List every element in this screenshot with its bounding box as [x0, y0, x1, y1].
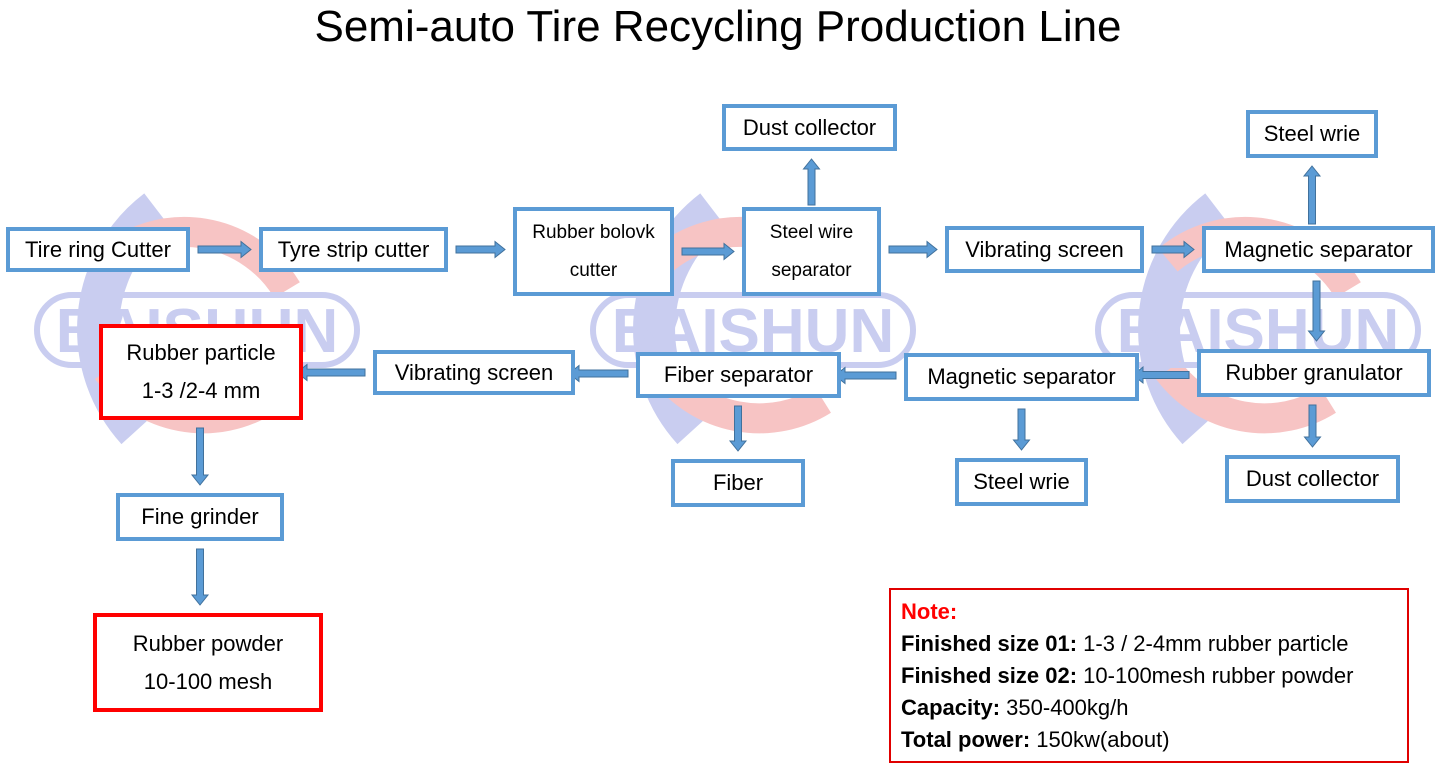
node-magnetic-separator-mid: Magnetic separator [904, 353, 1139, 401]
node-steel-wire-top: Steel wrie [1246, 110, 1378, 158]
node-label: Rubber powder [132, 630, 284, 656]
node-label: cutter [569, 259, 618, 281]
note-item-label: Capacity: [901, 695, 1001, 720]
page-title: Semi-auto Tire Recycling Production Line [314, 2, 1122, 51]
arrow-vibrating-screen-mid-to-rubber-particle [296, 363, 366, 382]
node-label: separator [771, 259, 852, 281]
note-item-label: Finished size 02: [901, 663, 1078, 688]
note-heading: Note: [901, 599, 958, 624]
note-item: Total power: 150kw(about) [901, 724, 1397, 756]
arrow-vibrating-screen-top-to-magnetic-separator-top [1151, 240, 1195, 259]
note-item-value: 10-100mesh rubber powder [1077, 663, 1354, 688]
node-label: Steel wrie [1263, 121, 1361, 146]
arrow-magnetic-separator-top-to-rubber-granulator [1307, 280, 1326, 342]
node-label: Vibrating screen [965, 236, 1124, 262]
arrow-magnetic-separator-mid-to-steel-wire-mid [1012, 408, 1031, 451]
arrow-rubber-block-cutter-to-steel-wire-separator [681, 242, 735, 261]
arrow-fine-grinder-to-rubber-powder [190, 548, 210, 606]
node-rubber-block-cutter: Rubber bolovk cutter [513, 207, 674, 296]
node-label: Rubber bolovk [532, 221, 655, 243]
node-label: Tyre strip cutter [277, 236, 430, 262]
node-rubber-powder: Rubber powder 10-100 mesh [93, 613, 323, 712]
node-label: Magnetic separator [927, 364, 1116, 389]
note-item: Capacity: 350-400kg/h [901, 692, 1397, 724]
node-label: Dust collector [742, 114, 877, 140]
node-rubber-particle: Rubber particle 1-3 /2-4 mm [99, 324, 303, 420]
arrow-magnetic-separator-top-to-steel-wire-top [1302, 165, 1322, 225]
arrow-tire-ring-cutter-to-tyre-strip-cutter [197, 240, 252, 259]
node-label: Fine grinder [141, 504, 259, 529]
node-label: Fiber separator [663, 362, 814, 387]
note-item-value: 150kw(about) [1030, 727, 1170, 752]
note-item-label: Total power: [901, 727, 1031, 752]
node-steel-wire-separator: Steel wire separator [742, 207, 881, 296]
note-item-value: 350-400kg/h [1000, 695, 1129, 720]
node-label: Magnetic separator [1224, 236, 1413, 262]
node-label: Rubber granulator [1225, 360, 1403, 385]
note-item-value: 1-3 / 2-4mm rubber particle [1077, 631, 1349, 656]
node-steel-wire-mid: Steel wrie [955, 458, 1088, 506]
arrow-rubber-granulator-to-magnetic-separator-mid [1132, 365, 1190, 385]
arrow-steel-wire-separator-to-dust-collector-top [802, 158, 821, 206]
node-dust-collector-top: Dust collector [722, 104, 897, 151]
arrow-magnetic-separator-mid-to-fiber-separator [834, 366, 897, 385]
node-vibrating-screen-top: Vibrating screen [945, 226, 1144, 273]
arrow-steel-wire-separator-to-vibrating-screen-top [888, 240, 938, 259]
node-tire-ring-cutter: Tire ring Cutter [6, 227, 190, 272]
node-rubber-granulator: Rubber granulator [1197, 349, 1431, 397]
node-label: Dust collector [1245, 466, 1380, 491]
node-vibrating-screen-mid: Vibrating screen [373, 350, 575, 395]
arrow-rubber-particle-to-fine-grinder [190, 427, 210, 486]
node-label: Tire ring Cutter [25, 236, 171, 262]
node-magnetic-separator-top: Magnetic separator [1202, 226, 1435, 273]
note-box: Note: Finished size 01: 1-3 / 2-4mm rubb… [889, 588, 1409, 763]
node-dust-collector-right: Dust collector [1225, 455, 1400, 503]
node-label: Rubber particle [126, 340, 276, 365]
arrow-fiber-separator-to-vibrating-screen-mid [568, 364, 629, 383]
node-label: Steel wire [769, 221, 854, 243]
node-label: 1-3 /2-4 mm [141, 378, 261, 403]
node-fiber: Fiber [671, 459, 805, 507]
node-label: Vibrating screen [394, 359, 554, 385]
note-item-label: Finished size 01: [901, 631, 1078, 656]
node-fine-grinder: Fine grinder [116, 493, 284, 541]
arrow-tyre-strip-cutter-to-rubber-block-cutter [455, 240, 506, 259]
arrow-rubber-granulator-to-dust-collector-right [1303, 404, 1322, 448]
node-label: Fiber [712, 470, 764, 495]
node-tyre-strip-cutter: Tyre strip cutter [259, 227, 448, 272]
note-item: Finished size 01: 1-3 / 2-4mm rubber par… [901, 628, 1397, 660]
arrow-fiber-separator-to-fiber [728, 405, 748, 452]
note-item: Finished size 02: 10-100mesh rubber powd… [901, 660, 1397, 692]
node-label: 10-100 mesh [143, 668, 273, 694]
node-label: Steel wrie [973, 469, 1070, 494]
node-fiber-separator: Fiber separator [636, 352, 841, 398]
